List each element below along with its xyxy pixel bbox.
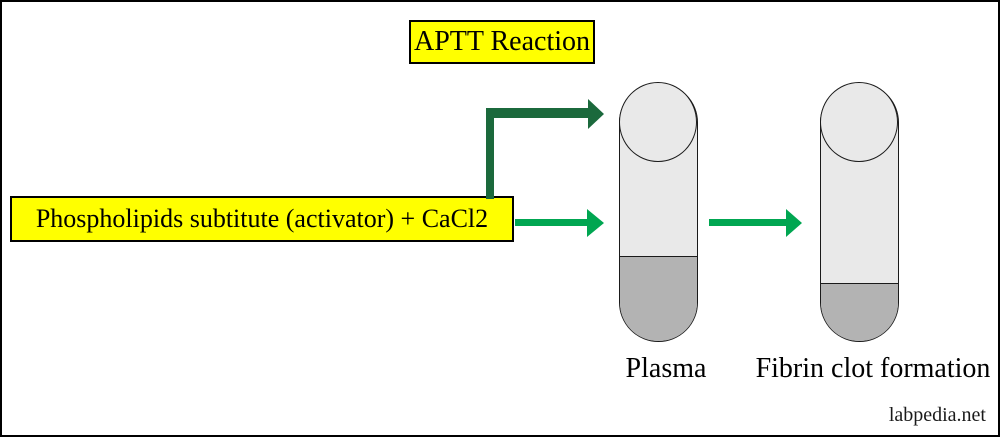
tube-label-fibrin-clot: Fibrin clot formation: [755, 353, 991, 384]
title-box: APTT Reaction: [409, 20, 595, 64]
clot-tube-sediment: [821, 283, 898, 341]
tube-label-plasma: Plasma: [625, 353, 707, 384]
elbow-arrow-reagent-to-plasma-top: [486, 99, 604, 199]
reagent-box: Phospholipids subtitute (activator) + Ca…: [10, 196, 514, 242]
reagent-label: Phospholipids subtitute (activator) + Ca…: [35, 204, 489, 233]
title-label: APTT Reaction: [413, 26, 590, 57]
arrow-reagent-to-plasma: [515, 209, 604, 237]
plasma-tube-sediment: [620, 256, 697, 341]
watermark: labpedia.net: [888, 404, 986, 426]
plasma-tube-mouth: [619, 82, 697, 162]
test-tube-fibrin-clot: [820, 82, 899, 342]
test-tube-plasma: [619, 82, 698, 342]
arrow-plasma-to-clot: [709, 209, 802, 237]
clot-tube-mouth: [820, 82, 898, 162]
